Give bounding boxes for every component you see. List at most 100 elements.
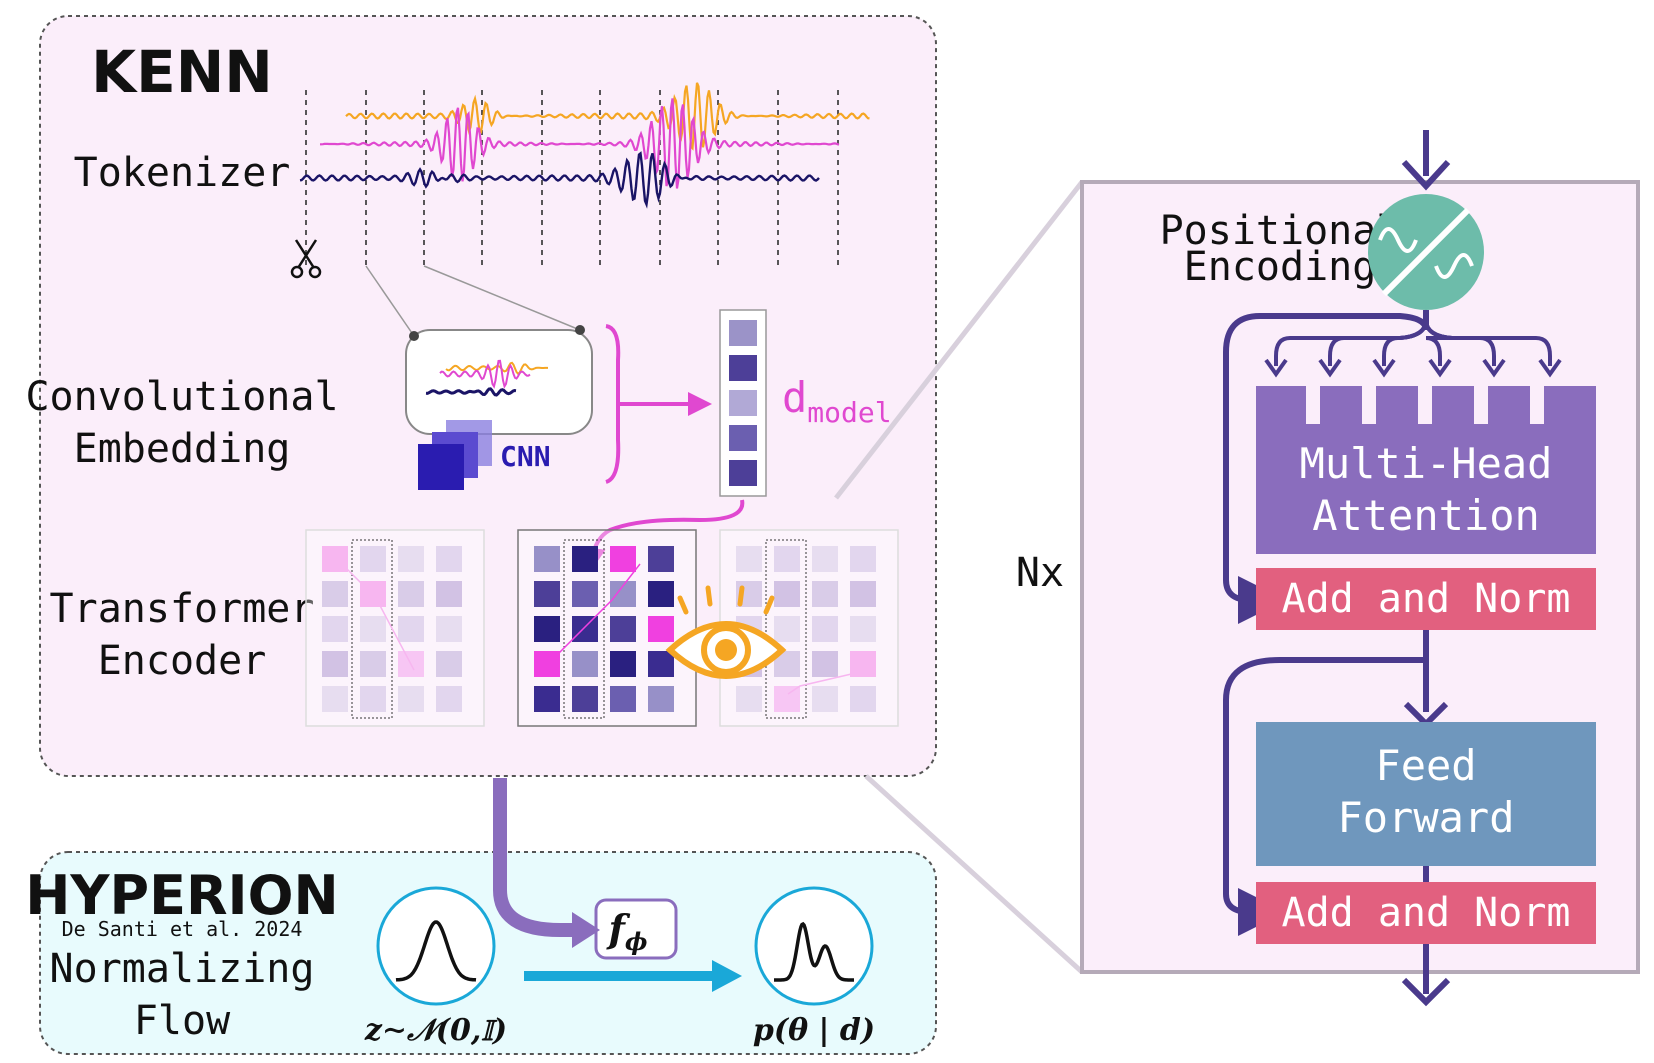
attention-grid-left-cell	[398, 546, 424, 572]
gaussian-curve-icon	[395, 920, 477, 982]
attention-grid-right-cell	[850, 616, 876, 642]
cosine-wave-icon	[1434, 253, 1474, 279]
posterior-curve-icon	[774, 921, 854, 982]
attention-grid-center-cell	[572, 581, 598, 607]
attention-grid-center-cell	[648, 651, 674, 677]
embedding-cell-2	[729, 390, 757, 416]
embed-to-encoder-arrow	[581, 499, 745, 572]
dmodel-label: dmodel	[782, 373, 892, 429]
attention-grid-left-cell	[322, 651, 348, 677]
attention-grid-right-cell	[812, 686, 838, 712]
token-snippet-waves	[425, 359, 548, 397]
attention-grid-center-cell	[610, 546, 636, 572]
kenn-to-flow-arrow	[493, 778, 576, 937]
attention-grid-left-cell	[436, 686, 462, 712]
tokenizer-label: Tokenizer	[74, 150, 291, 196]
attention-grids	[305, 529, 899, 727]
add-and-norm-block-1	[1256, 568, 1596, 630]
add-norm-2-label: Add and Norm	[1282, 890, 1571, 936]
hyperion-citation: De Santi et al. 2024	[62, 917, 303, 941]
attention-grid-center-cell	[648, 581, 674, 607]
zoom-connector-left	[365, 265, 415, 337]
attention-grid-left-cell	[398, 686, 424, 712]
attention-grid-center-cell	[572, 651, 598, 677]
sine-wave-icon	[1378, 227, 1418, 253]
head-branch-arrowhead-2	[1372, 358, 1396, 378]
conv-embedding-label-line2: Embedding	[74, 426, 291, 472]
head-branch-arrowhead-4	[1482, 358, 1506, 378]
head-branch-5	[1424, 319, 1552, 366]
input-arrowhead	[1401, 159, 1451, 191]
attention-grid-right-cell	[774, 546, 800, 572]
repeat-count-label: Nx	[1016, 550, 1064, 596]
cnn-label: CNN	[500, 440, 551, 473]
prior-distribution-circle	[376, 886, 496, 1006]
encoder-block: Nx Positional Encoding Multi-Head Attent…	[1016, 130, 1640, 1007]
attention-grid-left-cell	[436, 581, 462, 607]
attention-grid-center-cell	[534, 581, 560, 607]
attention-grid-left-cell	[360, 686, 386, 712]
scissors-icon	[290, 239, 322, 279]
embedding-cell-3	[729, 425, 757, 451]
attention-grid-left-cell	[436, 651, 462, 677]
attention-grid-right-cell	[736, 686, 762, 712]
attention-grid-center-cell	[648, 616, 674, 642]
attention-grid-center-cell	[534, 686, 560, 712]
multi-head-attention-block	[1256, 386, 1596, 554]
attention-grid-left-cell	[398, 581, 424, 607]
attention-grid-center-cell	[572, 546, 598, 572]
embedding-cell-0	[729, 320, 757, 346]
head-branch-2	[1382, 319, 1428, 366]
attention-grid-left-cell	[322, 581, 348, 607]
attention-grid-center-cell	[534, 616, 560, 642]
attention-link-right	[787, 671, 861, 695]
kenn-panel: KENN Tokenizer Convolutional Embedding T…	[25, 15, 937, 777]
attention-grid-left-cell	[360, 651, 386, 677]
attention-link-left	[341, 563, 415, 671]
zoom-line-bottom	[864, 774, 1084, 974]
add-and-norm-block-2	[1256, 882, 1596, 944]
attention-grid-center-cell	[610, 686, 636, 712]
attention-grid-right-cell	[850, 581, 876, 607]
attention-grid-right-column	[765, 539, 807, 719]
posterior-distribution-circle	[754, 886, 874, 1006]
residual-connection-2	[1223, 657, 1426, 936]
transformer-encoder-label-line1: Transformer	[50, 586, 315, 632]
attention-grid-right-cell	[850, 546, 876, 572]
attention-grid-left-cell	[360, 546, 386, 572]
attention-grid-right-cell	[774, 686, 800, 712]
attention-grid-center	[517, 529, 697, 727]
mha-label-line1: Multi-Head	[1300, 439, 1553, 488]
mha-label-line2: Attention	[1312, 491, 1540, 540]
eye-icon	[665, 585, 787, 679]
zoom-line-top	[834, 180, 1084, 500]
attention-grid-left-cell	[322, 616, 348, 642]
flow-arrow-head	[712, 960, 742, 992]
waveform-orange	[345, 82, 870, 151]
attention-grid-center-cell	[648, 546, 674, 572]
embedding-cells	[729, 320, 757, 486]
waveforms	[299, 82, 870, 209]
attention-grid-right-cell	[812, 546, 838, 572]
conv-brace	[605, 324, 621, 484]
attention-grid-right-cell	[850, 686, 876, 712]
feed-forward-label-line1: Feed	[1375, 741, 1476, 790]
attention-grid-left-cell	[398, 616, 424, 642]
head-branch-arrowhead-3	[1428, 358, 1452, 378]
normalizing-flow-label-line2: Flow	[134, 998, 231, 1044]
embedding-cell-1	[729, 355, 757, 381]
add-norm-1-label: Add and Norm	[1282, 576, 1571, 622]
attention-grid-center-cell	[572, 686, 598, 712]
output-arrowhead	[1401, 977, 1451, 1007]
waveform-magenta	[320, 98, 840, 189]
attention-grid-center-cell	[648, 686, 674, 712]
attention-link-center	[547, 563, 641, 665]
feed-forward-label-line2: Forward	[1337, 793, 1514, 842]
waveform-navy	[299, 151, 820, 209]
conv-embedding-label-line1: Convolutional	[25, 374, 338, 420]
zoom-connector-right	[423, 265, 581, 331]
head-branch-arrowhead-0	[1264, 358, 1288, 378]
normalizing-flow-label-line1: Normalizing	[50, 946, 315, 992]
attention-grid-right-cell	[812, 651, 838, 677]
